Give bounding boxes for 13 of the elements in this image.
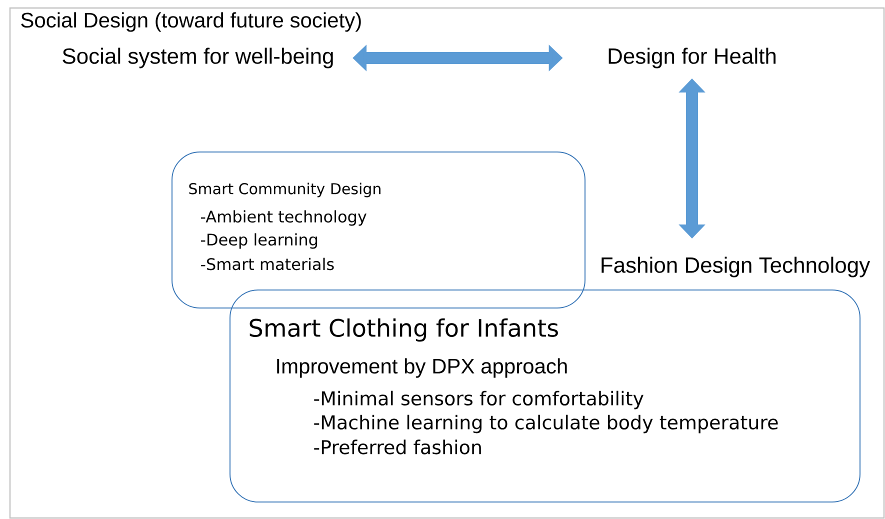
bullet-item: -Deep learning [201,233,318,249]
bullet-item: -Machine learning to calculate body temperature [314,414,778,434]
subheading: Improvement by DPX approach [277,358,567,378]
bullet-item: -Preferred fashion [314,440,481,454]
bullet-item: -Ambient technology [201,210,366,226]
box-heading: Smart Community Design [189,182,380,198]
text-label: Social system for well-being [62,48,333,68]
text-label: Design for Health [608,48,776,68]
text-label: Fashion Design Technology [602,256,870,278]
title: Social Design (toward future society) [21,12,361,32]
box-heading: Smart Clothing for Infants [250,318,558,342]
bullet-item: -Minimal sensors for comfortability [314,390,644,410]
bullet-item: -Smart materials [201,258,334,270]
